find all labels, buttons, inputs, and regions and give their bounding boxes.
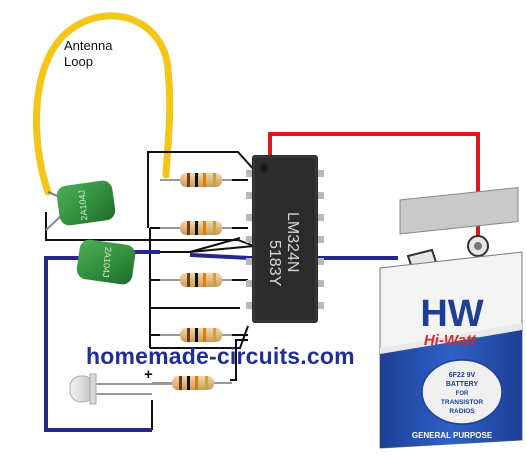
battery-label-line-4: TRANSISTOR	[441, 399, 483, 406]
lm324-ic: LM324N 5183Y	[246, 155, 324, 323]
battery-logo: HW	[420, 293, 483, 335]
battery-label-line-1: 6F22 9V	[449, 372, 476, 379]
battery-label-line-2: BATTERY	[446, 381, 479, 388]
led	[69, 373, 172, 405]
capacitor-bottom-marking: 2A104J	[101, 247, 114, 278]
battery-footer: GENERAL PURPOSE	[412, 431, 493, 440]
battery-label-line-3: FOR	[456, 391, 469, 397]
antenna-loop-label: Antenna Loop	[64, 38, 113, 69]
led-polarity-mark: +	[144, 366, 153, 383]
battery-brand: Hi-Watt	[424, 332, 477, 349]
capacitor-top-marking: 2A104J	[77, 190, 90, 221]
resistor	[160, 273, 232, 287]
resistor	[160, 328, 232, 342]
capacitor-bottom: 2A104J	[76, 239, 136, 285]
resistor	[160, 221, 232, 235]
capacitor-top: 2A104J	[45, 180, 116, 231]
website-watermark: homemade-circuits.com	[86, 343, 355, 369]
ic-part-number: LM324N	[284, 212, 301, 272]
battery-9v: HW Hi-Watt 6F22 9V BATTERY FOR TRANSISTO…	[379, 187, 523, 449]
resistor	[160, 173, 232, 187]
antenna-loop-wire	[33, 12, 174, 196]
ic-code: 5183Y	[266, 240, 283, 287]
battery-label-line-5: RADIOS	[449, 408, 475, 415]
